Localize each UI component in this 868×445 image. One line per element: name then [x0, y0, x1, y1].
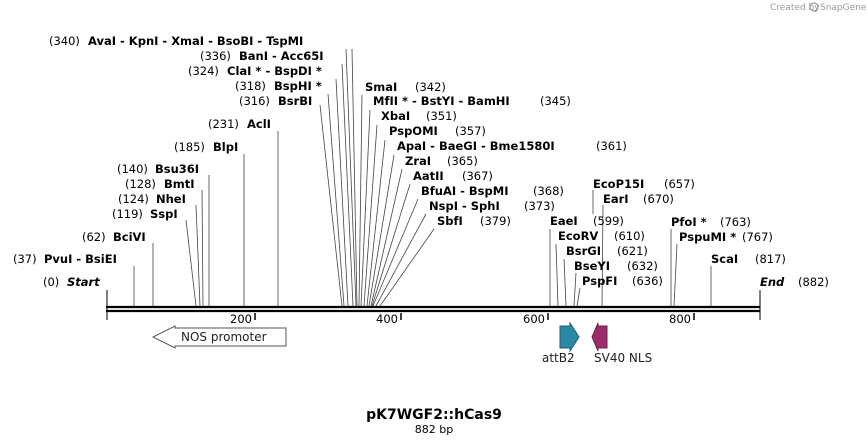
- site-position: (124): [118, 192, 149, 206]
- site-position: (657): [664, 177, 695, 191]
- map-subtitle: 882 bp: [415, 423, 453, 436]
- site-position: (632): [627, 259, 658, 273]
- site-position: (231): [208, 117, 239, 131]
- ruler-label-200: 200: [230, 312, 252, 326]
- ruler-label-800: 800: [669, 312, 691, 326]
- site-names[interactable]: SspI: [150, 207, 178, 221]
- site-names[interactable]: BsrGI: [566, 244, 601, 258]
- ruler-ticks: [254, 313, 695, 320]
- site-position: (119): [112, 207, 143, 221]
- site-position: (599): [593, 214, 624, 228]
- ruler-label-600: 600: [523, 312, 545, 326]
- site-position: (342): [415, 80, 446, 94]
- watermark-brand: SnapGene: [820, 3, 867, 13]
- site-position: (367): [462, 169, 493, 183]
- site-leader-lines: [133, 48, 712, 307]
- site-position: (357): [455, 124, 486, 138]
- site-names[interactable]: ApaI - BaeGI - Bme1580I: [397, 139, 555, 153]
- sv40-nls-arrow[interactable]: [591, 322, 608, 352]
- site-position: (670): [643, 192, 674, 206]
- site-names[interactable]: AatII: [413, 169, 444, 183]
- site-position: (636): [632, 274, 663, 288]
- site-position: (128): [125, 177, 156, 191]
- site-names[interactable]: PspOMI: [389, 124, 438, 138]
- site-position: (365): [447, 154, 478, 168]
- attb2-label: attB2: [542, 351, 575, 365]
- site-names[interactable]: PvuI - BsiEI: [44, 252, 117, 266]
- site-position: (351): [426, 109, 457, 123]
- site-position: (345): [540, 94, 571, 108]
- end-position: (882): [798, 275, 829, 289]
- site-position: (140): [117, 162, 148, 176]
- site-position: (368): [533, 184, 564, 198]
- site-position: (340): [49, 34, 80, 48]
- site-names[interactable]: EcoP15I: [593, 177, 644, 191]
- site-position: (763): [720, 215, 751, 229]
- site-names[interactable]: AclI: [247, 117, 271, 131]
- ruler-label-400: 400: [376, 312, 398, 326]
- nos-promoter-label: NOS promoter: [181, 330, 267, 344]
- site-names[interactable]: MfII * - BstYI - BamHI: [373, 94, 510, 108]
- site-names[interactable]: BanI - Acc65I: [239, 49, 324, 63]
- site-position: (361): [596, 139, 627, 153]
- site-names[interactable]: NheI: [156, 192, 186, 206]
- site-position: (767): [742, 230, 773, 244]
- site-names[interactable]: Bsu36I: [155, 162, 199, 176]
- attb2-arrow[interactable]: [559, 321, 580, 353]
- site-names[interactable]: EaeI: [550, 214, 578, 228]
- site-names[interactable]: BseYI: [574, 259, 610, 273]
- start-label: Start: [67, 275, 100, 289]
- site-names[interactable]: ZraI: [405, 154, 431, 168]
- map-title: pK7WGF2::hCas9: [366, 407, 502, 423]
- site-names[interactable]: XbaI: [381, 109, 410, 123]
- site-names[interactable]: PspFI: [582, 274, 617, 288]
- sv40-nls-label: SV40 NLS: [594, 351, 652, 365]
- site-names[interactable]: BsrBI: [278, 94, 312, 108]
- site-position: (37): [13, 252, 37, 266]
- site-names[interactable]: BciVI: [113, 230, 146, 244]
- site-names[interactable]: EcoRV: [558, 229, 598, 243]
- nos-promoter-arrow[interactable]: [151, 325, 287, 349]
- site-names[interactable]: PspuMI *: [679, 230, 736, 244]
- site-position: (336): [200, 49, 231, 63]
- watermark-prefix: Created by: [770, 3, 820, 13]
- site-names[interactable]: BfuAI - BspMI: [421, 184, 508, 198]
- site-position: (621): [617, 244, 648, 258]
- snapgene-logo-icon: [809, 2, 819, 12]
- site-position: (318): [235, 79, 266, 93]
- end-label: End: [760, 275, 785, 289]
- site-position: (316): [239, 94, 270, 108]
- site-position: (324): [188, 64, 219, 78]
- site-names[interactable]: SmaI: [365, 80, 397, 94]
- site-names[interactable]: ScaI: [711, 252, 738, 266]
- site-names[interactable]: ClaI * - BspDI *: [227, 64, 322, 78]
- site-position: (610): [614, 229, 645, 243]
- site-names[interactable]: SbfI: [437, 214, 463, 228]
- start-position: (0): [43, 275, 59, 289]
- site-names[interactable]: NspI - SphI: [429, 199, 500, 213]
- site-names[interactable]: EarI: [603, 192, 629, 206]
- sequence-backbone: [106, 290, 761, 320]
- site-names[interactable]: BmtI: [164, 177, 195, 191]
- site-names[interactable]: PfoI *: [671, 215, 707, 229]
- site-position: (379): [480, 214, 511, 228]
- site-position: (185): [174, 140, 205, 154]
- site-names[interactable]: BlpI: [213, 140, 238, 154]
- site-position: (62): [82, 230, 106, 244]
- site-names[interactable]: AvaI - KpnI - XmaI - BsoBI - TspMI: [88, 34, 303, 48]
- site-position: (817): [755, 252, 786, 266]
- site-position: (373): [524, 199, 555, 213]
- site-names[interactable]: BspHI *: [274, 79, 322, 93]
